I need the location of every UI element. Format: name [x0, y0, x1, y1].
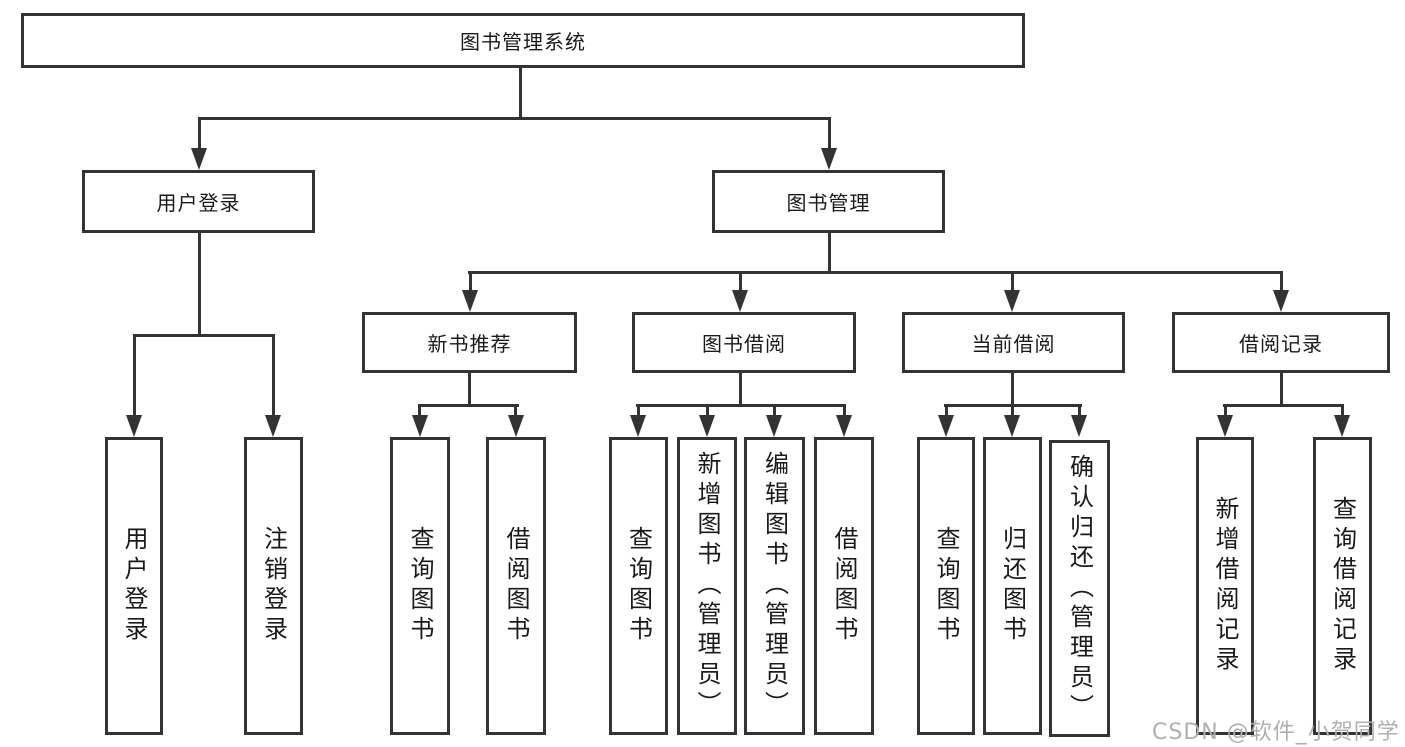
- leaf-confirm-return-admin-label: 确认归还（管理员）: [1065, 453, 1094, 724]
- connector-arrow-stem: [469, 271, 472, 292]
- arrow-down-icon: [1334, 415, 1350, 437]
- arrow-down-icon: [699, 415, 715, 437]
- leaf-query-books-current: 查询图书: [917, 437, 975, 735]
- connector-arrow-stem: [706, 404, 709, 417]
- connector-borrowing-stem: [739, 373, 742, 407]
- arrow-down-icon: [821, 148, 837, 170]
- arrow-down-icon: [630, 415, 646, 437]
- node-borrowing-records: 借阅记录: [1172, 312, 1390, 373]
- arrow-down-icon: [1004, 290, 1020, 312]
- connector-root-branch: [198, 117, 831, 120]
- leaf-add-borrow-record-label: 新增借阅记录: [1211, 496, 1239, 676]
- node-book-borrowing: 图书借阅: [632, 312, 856, 373]
- connector-arrow-stem: [272, 334, 275, 417]
- connector-arrow-stem: [773, 404, 776, 417]
- connector-records-stem: [1280, 373, 1283, 407]
- arrow-down-icon: [1071, 415, 1087, 437]
- leaf-add-books-admin-label: 新增图书（管理员）: [693, 451, 721, 721]
- leaf-query-books-recommend-label: 查询图书: [406, 526, 434, 646]
- arrow-down-icon: [836, 415, 852, 437]
- leaf-logout-label: 注销登录: [259, 526, 288, 646]
- node-new-book-recommend: 新书推荐: [362, 312, 577, 373]
- leaf-borrow-books-recommend: 借阅图书: [486, 437, 546, 735]
- leaf-logout: 注销登录: [244, 437, 303, 735]
- connector-arrow-stem: [1341, 404, 1344, 417]
- arrow-down-icon: [938, 415, 954, 437]
- connector-arrow-stem: [843, 404, 846, 417]
- connector-recommend-branch: [418, 404, 519, 407]
- leaf-borrow-books-label: 借阅图书: [830, 526, 858, 646]
- connector-arrow-stem: [514, 404, 517, 417]
- arrow-down-icon: [1273, 290, 1289, 312]
- arrow-down-icon: [766, 415, 782, 437]
- leaf-user-login-label: 用户登录: [120, 526, 148, 646]
- connector-arrow-stem: [1280, 271, 1283, 292]
- leaf-query-books-borrowing-label: 查询图书: [624, 526, 653, 646]
- arrow-down-icon: [1004, 415, 1020, 437]
- connector-arrow-stem: [198, 117, 201, 150]
- watermark: CSDN @软件_小贺同学: [1152, 720, 1400, 745]
- connector-bookmgmt-branch: [468, 271, 1283, 274]
- connector-records-branch: [1223, 404, 1344, 407]
- node-book-management: 图书管理: [712, 170, 945, 233]
- connector-current-stem: [1011, 373, 1014, 407]
- arrow-down-icon: [191, 148, 207, 170]
- leaf-query-books-borrowing: 查询图书: [609, 437, 668, 735]
- connector-arrow-stem: [945, 404, 948, 417]
- arrow-down-icon: [265, 415, 281, 437]
- node-root-label: 图书管理系统: [460, 30, 586, 54]
- leaf-edit-books-admin-label: 编辑图书（管理员）: [760, 451, 789, 721]
- connector-arrow-stem: [133, 334, 136, 417]
- connector-arrow-stem: [739, 271, 742, 292]
- arrow-down-icon: [412, 415, 428, 437]
- connector-borrowing-branch: [636, 404, 846, 407]
- node-user-login: 用户登录: [82, 170, 315, 233]
- arrow-down-icon: [508, 415, 524, 437]
- connector-root-stem: [519, 67, 522, 118]
- connector-arrow-stem: [828, 117, 831, 150]
- node-user-login-label: 用户登录: [156, 191, 241, 215]
- leaf-return-books: 归还图书: [983, 437, 1042, 735]
- leaf-user-login: 用户登录: [105, 437, 163, 735]
- leaf-confirm-return-admin: 确认归还（管理员）: [1049, 440, 1110, 737]
- leaf-add-borrow-record: 新增借阅记录: [1196, 437, 1254, 735]
- leaf-query-borrow-record-label: 查询借阅记录: [1328, 496, 1357, 676]
- node-book-management-label: 图书管理: [786, 191, 871, 215]
- node-current-borrowing-label: 当前借阅: [971, 332, 1056, 356]
- leaf-edit-books-admin: 编辑图书（管理员）: [744, 437, 805, 735]
- leaf-borrow-books: 借阅图书: [814, 437, 874, 735]
- connector-arrow-stem: [1224, 404, 1227, 417]
- connector-recommend-stem: [468, 373, 471, 407]
- leaf-borrow-books-recommend-label: 借阅图书: [502, 526, 530, 646]
- leaf-query-books-recommend: 查询图书: [390, 437, 450, 735]
- connector-arrow-stem: [1078, 404, 1081, 417]
- connector-bookmgmt-stem: [828, 233, 831, 274]
- connector-arrow-stem: [1011, 404, 1014, 417]
- arrow-down-icon: [732, 290, 748, 312]
- connector-arrow-stem: [418, 404, 421, 417]
- arrow-down-icon: [1217, 415, 1233, 437]
- node-root: 图书管理系统: [21, 13, 1025, 68]
- connector-arrow-stem: [637, 404, 640, 417]
- leaf-return-books-label: 归还图书: [998, 526, 1027, 646]
- node-book-borrowing-label: 图书借阅: [702, 332, 786, 356]
- arrow-down-icon: [126, 415, 142, 437]
- connector-userlogin-branch: [133, 334, 275, 337]
- node-current-borrowing: 当前借阅: [902, 312, 1125, 373]
- node-new-book-recommend-label: 新书推荐: [427, 332, 512, 356]
- node-borrowing-records-label: 借阅记录: [1239, 332, 1323, 356]
- arrow-down-icon: [462, 290, 478, 312]
- connector-userlogin-stem: [198, 233, 201, 335]
- leaf-query-borrow-record: 查询借阅记录: [1313, 437, 1372, 735]
- leaf-query-books-current-label: 查询图书: [932, 526, 960, 646]
- leaf-add-books-admin: 新增图书（管理员）: [677, 437, 737, 735]
- connector-arrow-stem: [1011, 271, 1014, 292]
